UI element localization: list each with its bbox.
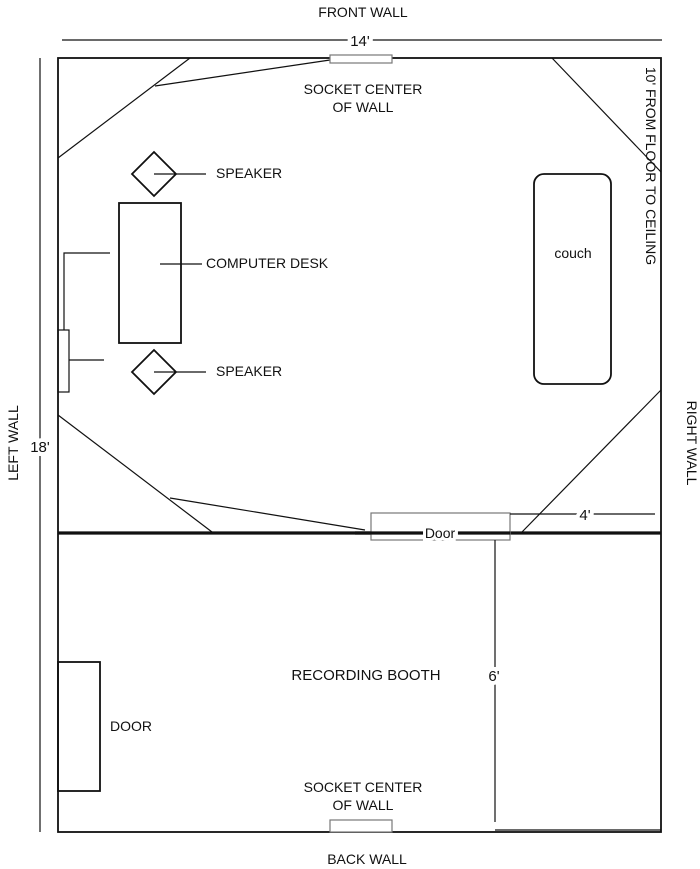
socket-bottom-label-line1: SOCKET CENTER	[304, 779, 423, 795]
socket-bottom-label-line2: OF WALL	[333, 797, 394, 813]
speaker-bottom-label: SPEAKER	[216, 363, 282, 379]
wall-fixture	[57, 329, 70, 393]
couch	[533, 173, 612, 385]
right-wall-label: RIGHT WALL	[684, 401, 700, 486]
back-wall-label: BACK WALL	[327, 851, 407, 867]
computer-desk-label: COMPUTER DESK	[206, 255, 329, 271]
socket-top-label-line2: OF WALL	[333, 99, 394, 115]
corner-panel-top-right	[551, 57, 662, 173]
computer-desk	[118, 202, 182, 344]
socket-top	[329, 54, 393, 64]
corner-panel-top-left-a	[57, 57, 191, 159]
socket-bottom	[329, 819, 393, 833]
speaker-bottom	[130, 348, 178, 396]
corner-panel-bottom-left-b	[169, 497, 366, 531]
corner-panel-top-left-b	[154, 59, 331, 87]
door-middle	[370, 512, 511, 541]
door-middle-label: Door	[425, 525, 456, 541]
booth-dimension-label: 6'	[488, 668, 499, 685]
fixture-leader-top	[63, 252, 110, 330]
width-dimension-label: 14'	[350, 33, 370, 50]
corner-panel-bottom-right	[521, 389, 662, 533]
left-wall-label: LEFT WALL	[5, 405, 21, 481]
door-booth	[57, 661, 101, 792]
ceiling-height-label: 10' FROM FLOOR TO CEILING	[643, 67, 659, 265]
corner-panel-bottom-left-a	[57, 414, 213, 533]
socket-top-label-line1: SOCKET CENTER	[304, 81, 423, 97]
couch-label: couch	[554, 245, 591, 261]
door-dimension-label: 4'	[579, 507, 590, 524]
speaker-top	[130, 150, 178, 198]
length-dimension-label: 18'	[30, 439, 50, 456]
speaker-top-label: SPEAKER	[216, 165, 282, 181]
front-wall-label: FRONT WALL	[318, 4, 408, 20]
door-booth-label: DOOR	[110, 718, 152, 734]
recording-booth-label: RECORDING BOOTH	[291, 667, 440, 684]
